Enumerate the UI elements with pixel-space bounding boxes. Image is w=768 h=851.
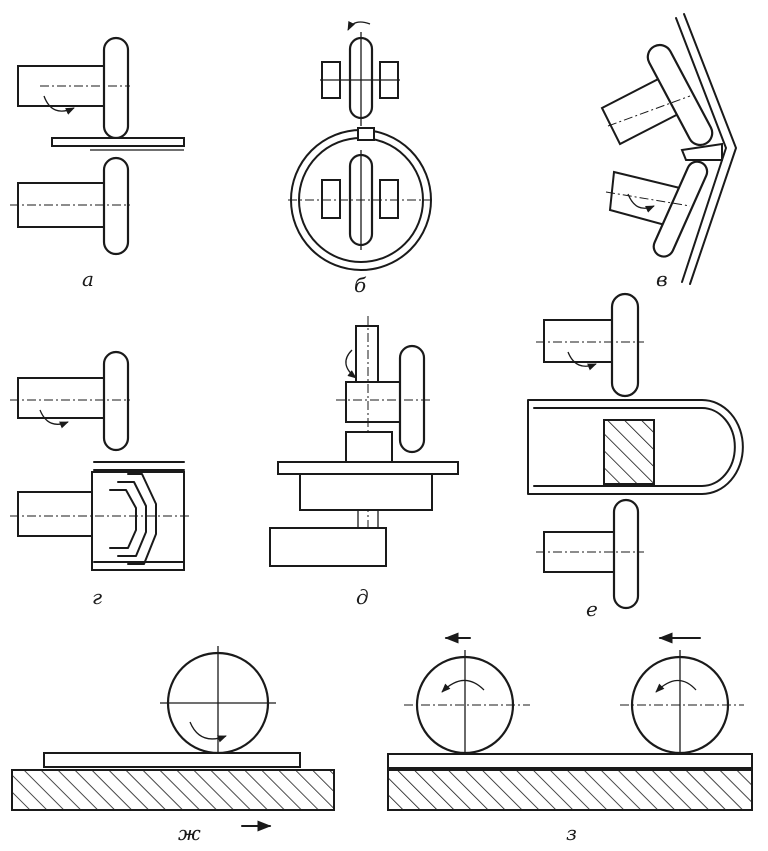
rotation-arrow [345, 349, 357, 379]
shaft-upper [543, 319, 617, 363]
rotation-arrow [347, 21, 371, 31]
shaft-lower [17, 491, 95, 537]
table-body [299, 473, 433, 511]
mandrel-section [603, 419, 655, 485]
profile-inner [109, 489, 137, 549]
label-zh: ж [178, 821, 201, 845]
angle-strip-inner [675, 17, 727, 283]
table-plate [277, 461, 459, 475]
label-e: е [586, 597, 598, 621]
roll-upper [646, 43, 714, 147]
profile-strip [117, 481, 147, 557]
die-block [91, 471, 185, 571]
roll-lower [652, 160, 709, 258]
scheme-v: в [600, 13, 737, 291]
roll-upper [610, 292, 640, 398]
hub-upper [345, 381, 403, 423]
label-d: д [356, 585, 369, 609]
angle-strip-outer [683, 13, 737, 285]
rotation-arrow [627, 193, 655, 213]
roll-lower [612, 498, 640, 610]
label-v: в [656, 267, 668, 291]
roll [398, 344, 426, 454]
hub-lower [345, 431, 393, 465]
rotation-arrow [39, 409, 69, 429]
label-b: б [354, 273, 367, 297]
tube-inner [533, 407, 736, 487]
shaft-upper [17, 377, 111, 419]
profile-outer [127, 473, 157, 565]
scheme-z: з [387, 632, 753, 845]
roll-upper [102, 36, 130, 140]
base-plate [387, 769, 753, 811]
roll-lower [102, 156, 130, 256]
scheme-zh: ж [11, 646, 335, 845]
rotation-arrow-right [655, 679, 697, 693]
scheme-d: д [269, 316, 459, 609]
workpiece [387, 753, 753, 769]
roll-upper [102, 350, 130, 452]
rotation-arrow [43, 95, 75, 115]
label-z: з [566, 821, 577, 845]
scheme-a: а [10, 36, 185, 291]
label-a: а [82, 267, 94, 291]
rotation-arrow [567, 351, 597, 371]
scheme-b: б [288, 21, 432, 297]
bearing-right-lower [379, 179, 399, 219]
bearing-left-lower [321, 179, 341, 219]
rotation-arrow-left [441, 679, 485, 693]
label-g: г [92, 585, 102, 609]
strip-entry [357, 127, 375, 141]
strip [51, 137, 185, 147]
base-plate [11, 769, 335, 811]
scheme-e: е [527, 292, 744, 621]
base-shaft [269, 527, 387, 567]
workpiece [43, 752, 301, 768]
strip-gap [680, 142, 723, 161]
scheme-g: г [10, 350, 190, 609]
shaft-vertical [355, 325, 379, 383]
rotation-arrow [189, 721, 227, 743]
tube-outer [527, 399, 744, 495]
